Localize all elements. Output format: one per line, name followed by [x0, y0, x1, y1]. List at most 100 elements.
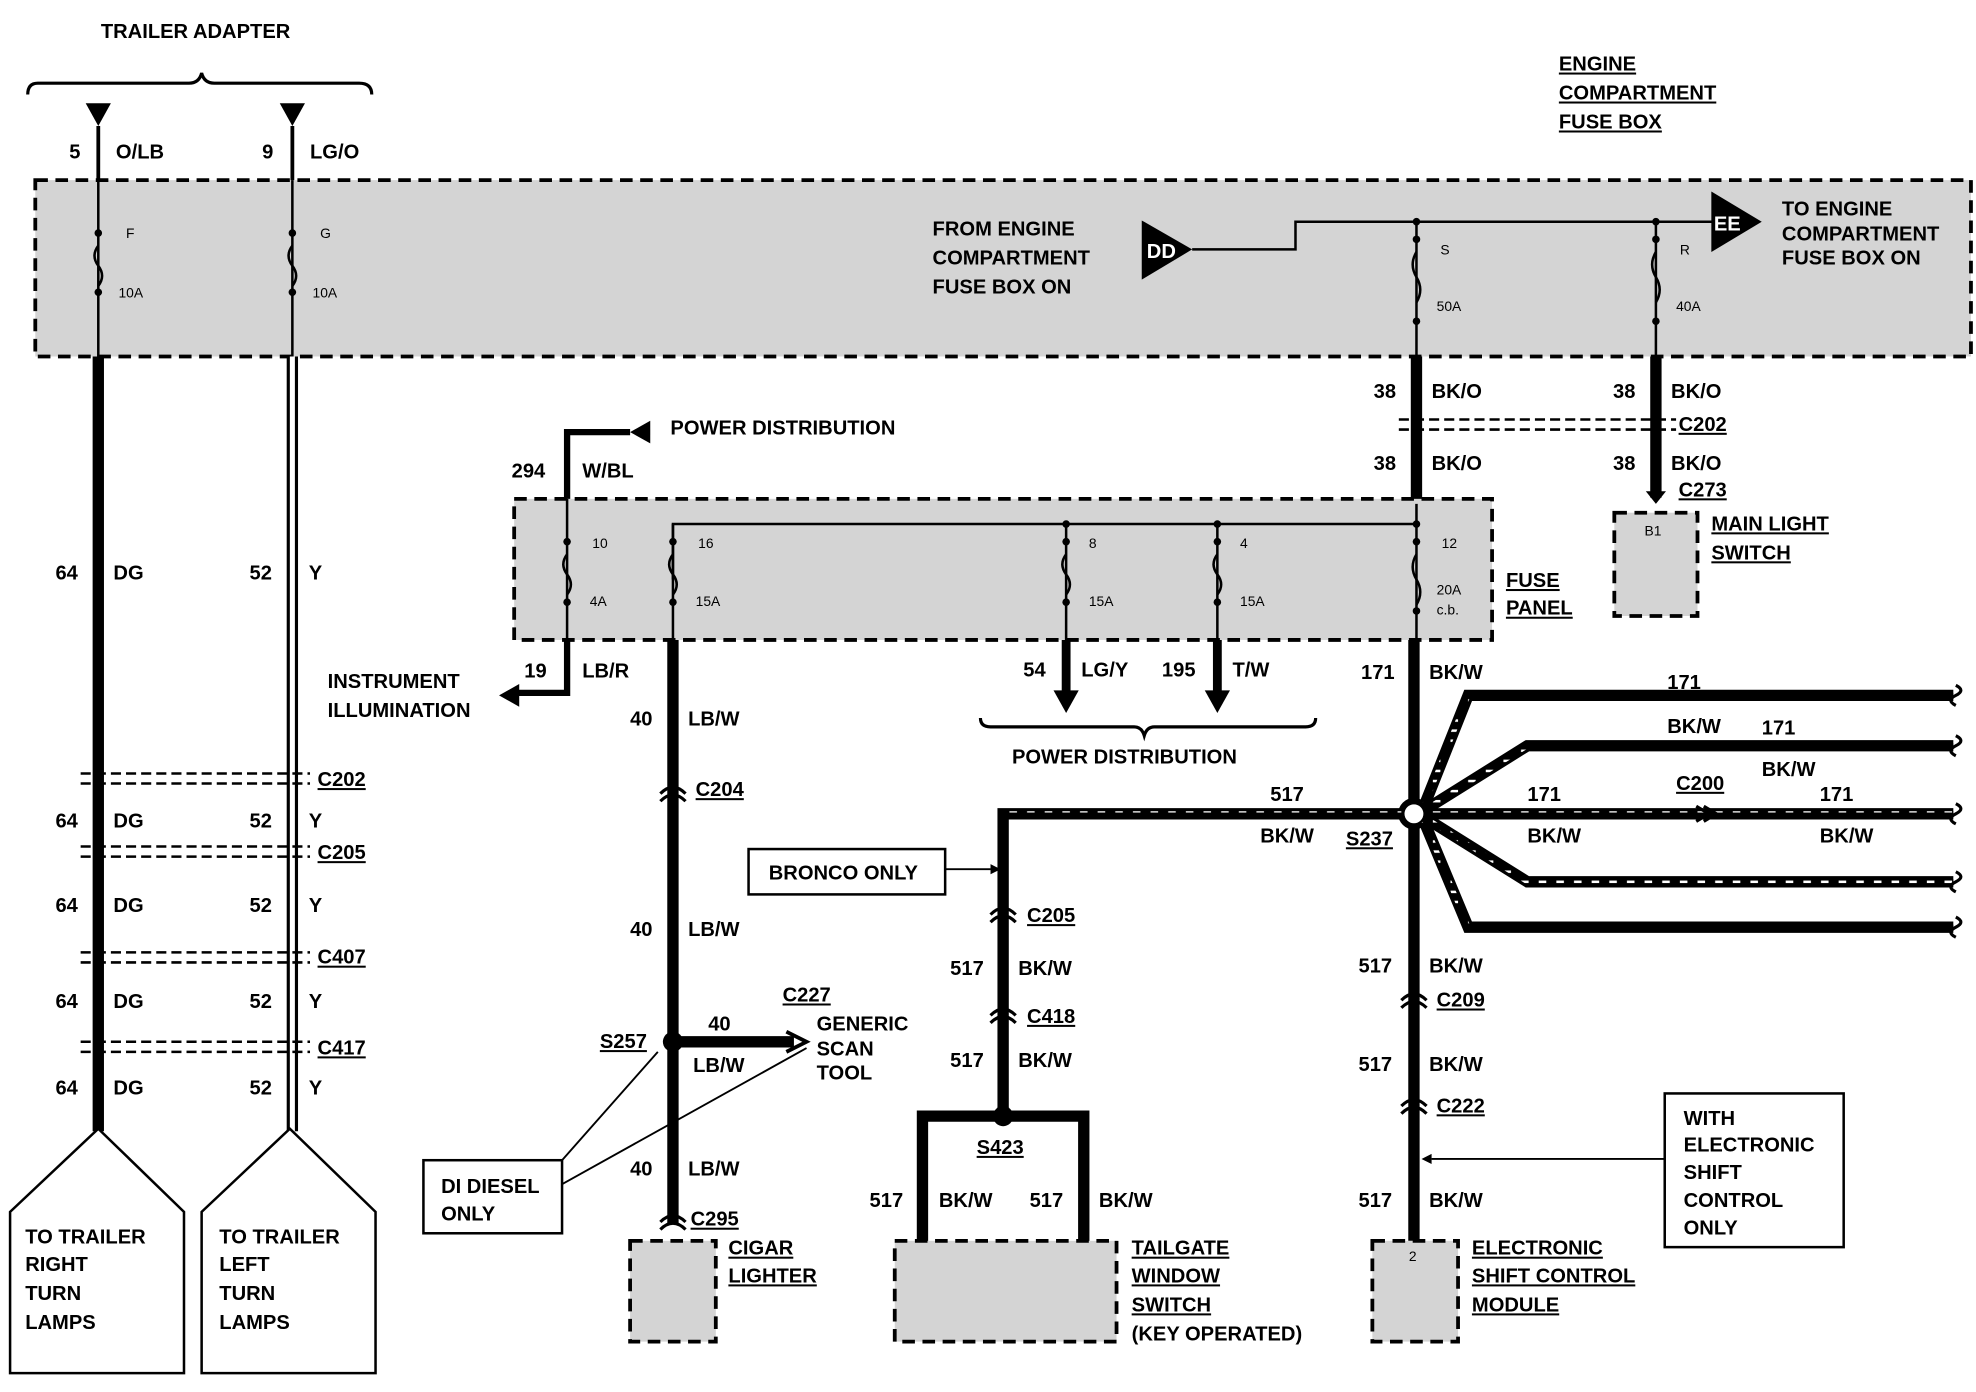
- lbr: LB/R: [582, 661, 629, 683]
- fuse-panel-box: [512, 496, 1494, 642]
- di-diesel-box: [422, 1158, 564, 1235]
- c205-left: C205: [318, 842, 366, 864]
- w517-2: 517: [950, 1050, 984, 1072]
- main-light-2: SWITCH: [1711, 542, 1790, 564]
- wire-number-9: 9: [262, 142, 273, 164]
- instrument-2: ILLUMINATION: [328, 700, 471, 722]
- panel-fuse-8: 8 15A: [1061, 520, 1114, 640]
- w171-main: 171: [1361, 662, 1395, 684]
- w517-7: 517: [1359, 1190, 1393, 1212]
- main-light-1: MAIN LIGHT: [1711, 513, 1829, 535]
- w52-1: 52: [250, 562, 272, 584]
- wire-294: [563, 428, 631, 504]
- svg-text:50A: 50A: [1437, 298, 1462, 314]
- fuse-panel-1: FUSE: [1506, 570, 1560, 592]
- cigar-2: LIGHTER: [728, 1265, 817, 1287]
- bkw-h: BK/W: [1260, 826, 1314, 848]
- dg-4: DG: [113, 991, 143, 1013]
- lbw-3: LB/W: [688, 1158, 739, 1180]
- w171-fan-3: 171: [1527, 784, 1561, 806]
- tailgate-4: (KEY OPERATED): [1132, 1323, 1303, 1345]
- panel-fuse-16: 16 15A: [667, 524, 721, 640]
- panel-fuse-12: 12 20A c.b.: [1411, 503, 1462, 640]
- lbw-2: LB/W: [688, 919, 739, 941]
- tw: T/W: [1232, 659, 1269, 681]
- bkw-fan-2: BK/W: [1762, 759, 1816, 781]
- tailgate-1: TAILGATE: [1132, 1238, 1230, 1260]
- c205-mid: C205: [1027, 905, 1075, 927]
- right-turn-lamps-box: [8, 1126, 186, 1375]
- pin-arrow-9: [279, 103, 305, 126]
- dd-connector: [1141, 220, 1193, 280]
- c200: C200: [1676, 773, 1724, 795]
- w54: 54: [1023, 659, 1046, 681]
- w38-2: 38: [1613, 381, 1635, 403]
- s237: S237: [1346, 828, 1393, 850]
- esc-arrow: [1421, 1153, 1432, 1164]
- svg-text:G: G: [320, 225, 331, 241]
- bkw-2: BK/W: [1018, 1050, 1072, 1072]
- w171-fan-1: 171: [1667, 672, 1701, 694]
- w517-3: 517: [870, 1190, 904, 1212]
- left-lamps-2: LEFT: [219, 1254, 270, 1276]
- dg-2: DG: [113, 811, 143, 833]
- svg-text:15A: 15A: [1240, 593, 1265, 609]
- tailgate-3: SWITCH: [1132, 1294, 1211, 1316]
- escm-1: ELECTRONIC: [1472, 1238, 1603, 1260]
- w64-1: 64: [55, 562, 78, 584]
- lbw-1: LB/W: [688, 709, 739, 731]
- c418: C418: [1027, 1006, 1075, 1028]
- lbw-scan: LB/W: [693, 1055, 744, 1077]
- bronco-only: BRONCO ONLY: [769, 862, 919, 884]
- panel-fuse-4: 4 15A: [1212, 520, 1265, 640]
- w38-4: 38: [1613, 453, 1635, 475]
- w40-3: 40: [630, 1158, 652, 1180]
- y-2: Y: [309, 811, 323, 833]
- power-dist-arrow: [630, 420, 651, 444]
- bkw-5: BK/W: [1429, 956, 1483, 978]
- bko-1: BK/O: [1432, 381, 1482, 403]
- w517-6: 517: [1359, 1054, 1393, 1076]
- diesel-leader-1: [561, 1051, 659, 1161]
- bko-4: BK/O: [1671, 453, 1721, 475]
- wire-19: [516, 639, 571, 696]
- wire-color-lgo: LG/O: [310, 142, 359, 164]
- bkw-fan-4: BK/W: [1820, 826, 1874, 848]
- svg-text:c.b.: c.b.: [1437, 602, 1459, 618]
- wire-195-arrow: [1204, 690, 1230, 714]
- c407: C407: [318, 947, 366, 969]
- c227: C227: [783, 984, 831, 1006]
- svg-text:10: 10: [592, 535, 608, 551]
- engine-box-title-3: FUSE BOX: [1559, 111, 1663, 133]
- engine-box-title-1: ENGINE: [1559, 54, 1636, 76]
- diesel-2: ONLY: [441, 1204, 496, 1226]
- fuse-s: S 50A: [1411, 217, 1462, 357]
- w517-5: 517: [1359, 956, 1393, 978]
- wire-517-split: [916, 1110, 1090, 1248]
- svg-text:4A: 4A: [590, 593, 608, 609]
- dg-5: DG: [113, 1078, 143, 1100]
- ee-connector: [1711, 191, 1762, 252]
- c204: C204: [696, 779, 745, 801]
- svg-text:20A: 20A: [1437, 582, 1462, 598]
- tailgate-2: WINDOW: [1132, 1265, 1220, 1287]
- svg-text:10A: 10A: [118, 284, 143, 300]
- with-esc-2: ELECTRONIC: [1684, 1134, 1815, 1156]
- engine-fuse-box: [33, 178, 1973, 359]
- w517-4: 517: [1030, 1190, 1064, 1212]
- y-4: Y: [309, 991, 323, 1013]
- cigar-lighter-box: [628, 1238, 718, 1344]
- with-esc-4: CONTROL: [1684, 1190, 1784, 1212]
- left-lamps-3: TURN: [219, 1283, 275, 1305]
- w40-1: 40: [630, 709, 652, 731]
- left-lamps-1: TO TRAILER: [219, 1226, 340, 1248]
- bkw-fan-3: BK/W: [1527, 826, 1581, 848]
- to-engine-1: TO ENGINE: [1782, 198, 1892, 220]
- b1-pin: B1: [1645, 522, 1662, 538]
- svg-text:10A: 10A: [313, 284, 338, 300]
- instrument-1: INSTRUMENT: [328, 671, 461, 693]
- svg-text:12: 12: [1442, 535, 1457, 551]
- dg-3: DG: [113, 895, 143, 917]
- power-distribution-bottom: POWER DISTRIBUTION: [1012, 746, 1237, 768]
